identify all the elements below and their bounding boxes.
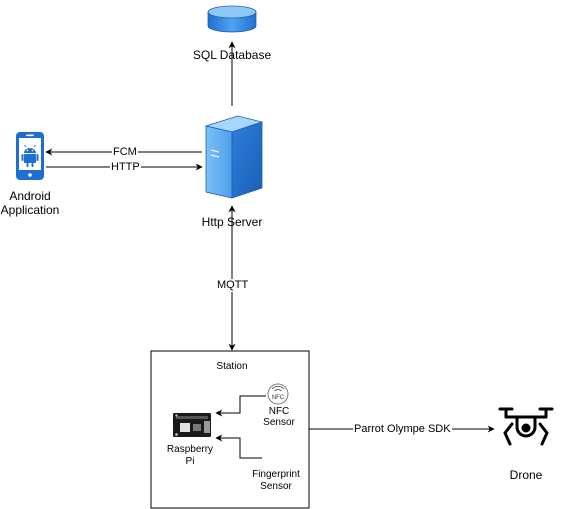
drone-label: Drone: [509, 468, 543, 482]
fingerprint-label-line1: Fingerprint: [252, 469, 300, 480]
raspberry-pi-board-icon: [173, 413, 211, 437]
server-label: Http Server: [201, 215, 263, 229]
station-label: Station: [216, 361, 248, 372]
android-label-line2: Application: [0, 203, 60, 217]
raspberry-label-line2: Pi: [185, 456, 195, 467]
android-phone-icon: [16, 132, 44, 180]
raspberry-label-line1: Raspberry: [166, 444, 214, 455]
fingerprint-label-line2: Sensor: [260, 481, 292, 492]
nfc-to-raspberry-edge: [215, 395, 266, 417]
android-label-line1: Android: [9, 189, 51, 203]
database-label: SQL Database: [192, 48, 272, 62]
mqtt-label: MQTT: [216, 279, 250, 292]
http-label: HTTP: [110, 161, 141, 174]
svg-text:NFC: NFC: [272, 395, 285, 401]
nfc-label-line1: NFC: [268, 406, 290, 417]
nfc-label-line2: Sensor: [263, 417, 295, 428]
database-icon: [207, 5, 257, 33]
fingerprint-to-raspberry-edge: [215, 434, 262, 459]
sdk-label: Parrot Olympe SDK: [353, 423, 452, 436]
drone-icon: [498, 407, 554, 446]
fcm-label: FCM: [112, 146, 138, 159]
server-icon: [204, 115, 264, 199]
nfc-icon: NFC: [267, 383, 289, 405]
